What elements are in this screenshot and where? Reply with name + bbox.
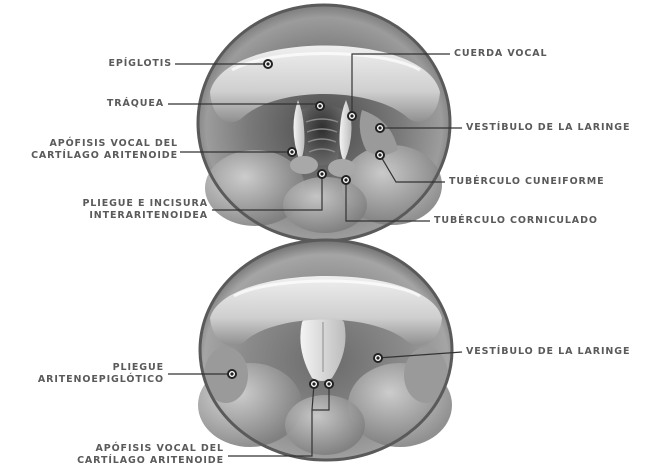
label-vestibulo-bottom: VESTÍBULO DE LA LARINGE xyxy=(466,346,630,358)
label-pliegue-incisura: PLIEGUE E INCISURA INTERARITENOIDEA xyxy=(40,198,208,222)
top-lower-tissue-center xyxy=(283,177,367,233)
label-vestibulo-top: VESTÍBULO DE LA LARINGE xyxy=(466,122,630,134)
label-apofisis-vocal-top-line1: APÓFISIS VOCAL DEL xyxy=(4,138,178,150)
label-tuberculo-cuneiforme: TUBÉRCULO CUNEIFORME xyxy=(449,176,605,188)
label-pliegue-aritenoepiglotico-line1: PLIEGUE xyxy=(30,362,164,374)
label-tuberculo-corniculado: TUBÉRCULO CORNICULADO xyxy=(434,215,598,227)
label-pliegue-aritenoepiglotico: PLIEGUE ARITENOEPIGLÓTICO xyxy=(30,362,164,386)
trachea-opening xyxy=(300,105,344,165)
label-pliegue-aritenoepiglotico-line2: ARITENOEPIGLÓTICO xyxy=(30,374,164,386)
top-larynx-view xyxy=(198,5,450,241)
label-pliegue-incisura-line1: PLIEGUE E INCISURA xyxy=(40,198,208,210)
label-epiglotis: EPÍGLOTIS xyxy=(60,58,172,70)
label-apofisis-vocal-bottom-line1: APÓFISIS VOCAL DEL xyxy=(44,443,224,455)
label-apofisis-vocal-top: APÓFISIS VOCAL DEL CARTÍLAGO ARITENOIDE xyxy=(4,138,178,162)
label-cuerda-vocal: CUERDA VOCAL xyxy=(454,48,547,60)
label-apofisis-vocal-bottom: APÓFISIS VOCAL DEL CARTÍLAGO ARITENOIDE xyxy=(44,443,224,467)
bottom-larynx-view xyxy=(198,240,452,460)
label-pliegue-incisura-line2: INTERARITENOIDEA xyxy=(40,210,208,222)
arytenoid-right xyxy=(328,159,356,177)
label-traquea: TRÁQUEA xyxy=(60,98,164,110)
bottom-tissue-center xyxy=(285,395,365,455)
label-apofisis-vocal-bottom-line2: CARTÍLAGO ARITENOIDE xyxy=(44,455,224,467)
arytenoid-left xyxy=(290,156,318,174)
label-apofisis-vocal-top-line2: CARTÍLAGO ARITENOIDE xyxy=(4,150,178,162)
